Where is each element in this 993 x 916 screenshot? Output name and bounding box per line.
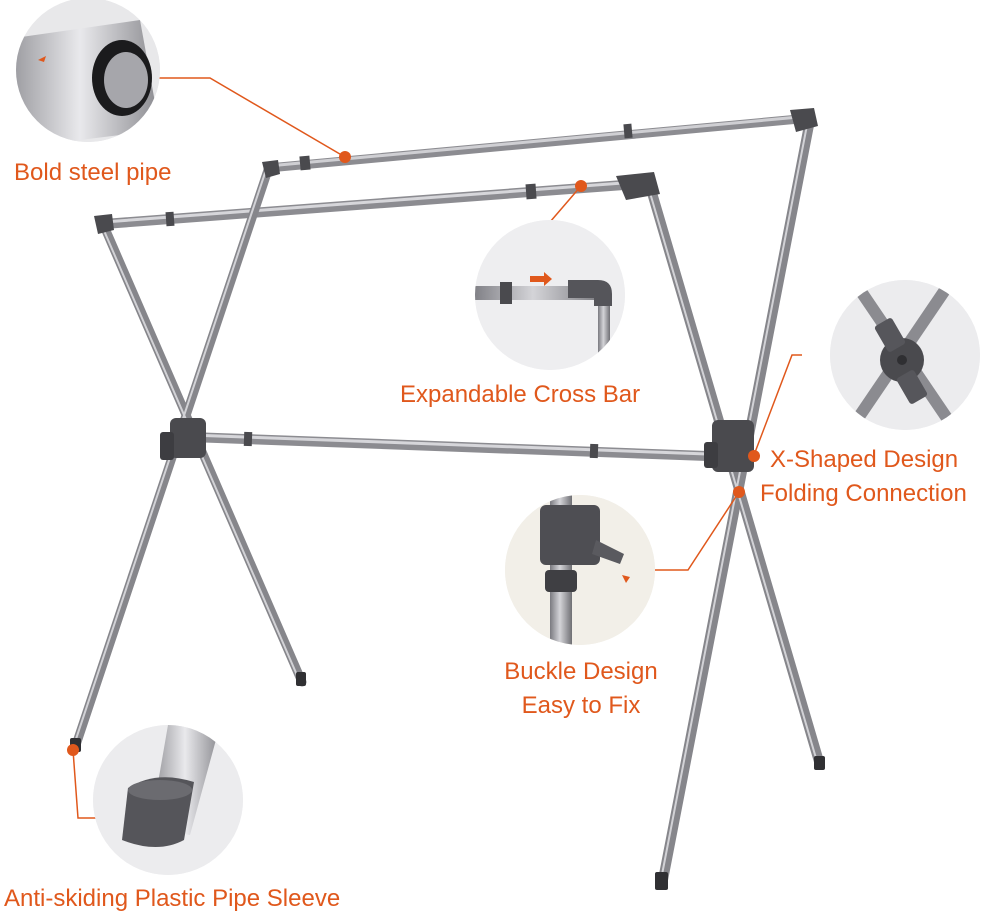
detail-bubble-pipe-sleeve [93,725,243,875]
label-buckle-design-line1: Buckle Design [504,658,658,685]
label-expandable-cross-bar: Expandable Cross Bar [400,381,641,408]
label-buckle-design-line2: Easy to Fix [521,692,641,719]
label-buckle-design: Buckle Design Easy to Fix [486,657,676,721]
callout-lines [72,77,802,819]
detail-bubble-x-joint [830,280,980,430]
drying-rack [70,108,825,890]
label-x-shaped-design: X-Shaped Design [770,446,959,473]
detail-bubble-cross-bar [475,220,625,370]
label-bold-steel-pipe: Bold steel pipe [14,159,172,186]
left-x-joint [160,418,206,460]
detail-bubble-steel-pipe [16,0,160,142]
label-anti-skid-sleeve: Anti-skiding Plastic Pipe Sleeve [4,885,341,912]
detail-bubble-buckle [505,495,655,645]
label-folding-connection: Folding Connection [760,480,967,507]
right-x-joint [704,420,754,472]
callout-dots [67,151,760,756]
